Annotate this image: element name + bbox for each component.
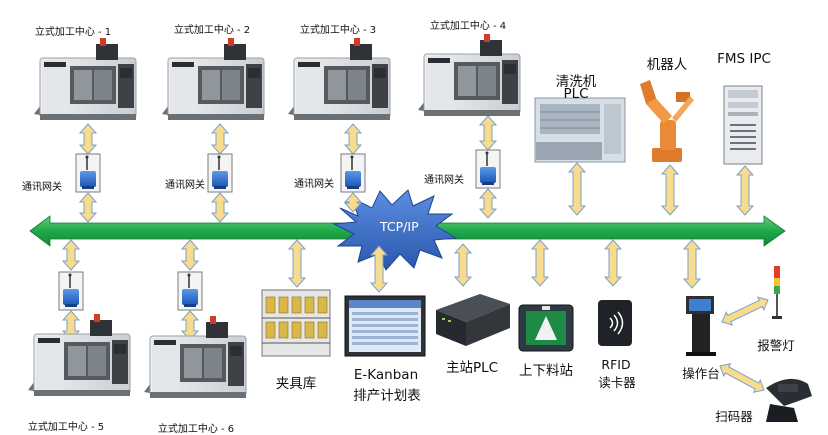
arrow-bus-gateway-5 — [61, 239, 81, 271]
schedule-label: 排产计划表 — [353, 388, 421, 404]
arrow-gateway-4-bus — [478, 188, 498, 219]
connection-arrows — [61, 115, 769, 394]
machine-1-label: 立式加工中心 - 1 — [34, 27, 112, 38]
gateway-4-icon — [475, 149, 501, 189]
washer-label: 清洗机 — [555, 74, 597, 90]
machine-5-icon — [27, 313, 131, 397]
gateway-6-icon — [177, 271, 203, 311]
fixture-library-label: 夹具库 — [275, 376, 317, 392]
arrow-machine-4-gateway — [478, 115, 498, 151]
machine-2-label: 立式加工中心 - 2 — [173, 25, 251, 36]
operator-console-label: 操作台 — [682, 366, 720, 381]
machine-3-label: 立式加工中心 - 3 — [299, 25, 377, 36]
gateway-4-label: 通讯网关 — [424, 175, 464, 186]
machine-3-icon — [287, 37, 391, 121]
master-plc-icon — [436, 294, 510, 346]
machine-1-icon — [33, 37, 137, 121]
robot-label: 机器人 — [646, 57, 688, 73]
machine-6-icon — [143, 315, 247, 399]
arrow-machine-3-gateway — [343, 123, 363, 155]
gateway-1-label: 通讯网关 — [22, 182, 62, 193]
alarm-light-label: 报警灯 — [757, 338, 795, 353]
barcode-scanner-icon — [766, 378, 812, 422]
arrow-bus-kanban — [369, 245, 389, 293]
arrow-robot-bus — [660, 164, 680, 216]
gateway-3-label: 通讯网关 — [294, 179, 334, 190]
e-kanban-icon — [344, 295, 426, 357]
arrow-bus-loading — [530, 239, 550, 287]
gateway-3-icon — [340, 153, 366, 193]
washer-plc-icon — [534, 97, 626, 163]
machine-2-icon — [161, 37, 265, 121]
arrow-bus-fixture — [287, 239, 307, 288]
fms-ipc-label: FMS IPC — [717, 51, 771, 67]
arrow-gateway-3-bus — [343, 192, 363, 213]
alarm-light-icon — [772, 266, 782, 319]
arrow-bus-rfid — [603, 239, 623, 287]
rfid-label: RFID — [601, 357, 631, 372]
machine-6-label: 立式加工中心 - 6 — [157, 424, 235, 435]
arrow-console-alarm — [721, 296, 769, 326]
arrow-gateway-2-bus — [210, 192, 230, 223]
barcode-scanner-label: 扫码器 — [715, 409, 753, 424]
arrow-machine-2-gateway — [210, 123, 230, 155]
fixture-library-icon — [261, 289, 331, 357]
loading-station-label: 上下料站 — [519, 363, 573, 379]
tcp-ip-cloud — [332, 189, 458, 271]
arrow-bus-console — [682, 239, 702, 289]
arrow-bus-gateway-6 — [180, 239, 200, 271]
tcp-ip-label: TCP/IP — [380, 219, 419, 234]
gateway-2-label: 通讯网关 — [165, 180, 205, 191]
rfid-reader-label: 读卡器 — [598, 375, 636, 390]
machine-5-label: 立式加工中心 - 5 — [27, 422, 105, 433]
fms-ipc-icon — [723, 85, 763, 165]
machine-4-icon — [417, 33, 521, 117]
arrow-machine-1-gateway — [78, 123, 98, 155]
arrow-bus-plc — [453, 243, 473, 287]
machine-4-label: 立式加工中心 - 4 — [429, 21, 507, 32]
loading-station-icon — [518, 304, 574, 352]
operator-console-icon — [686, 296, 716, 356]
rfid-reader-icon — [598, 300, 632, 346]
gateway-5-icon — [58, 271, 84, 311]
gateway-1-icon — [75, 153, 101, 193]
gateway-2-icon — [207, 153, 233, 193]
e-kanban-label: E-Kanban — [353, 367, 419, 383]
washer-plc-label: PLC — [563, 86, 589, 102]
master-plc-label: 主站PLC — [445, 360, 499, 376]
arrow-fms-bus — [735, 165, 755, 216]
arrow-gateway-1-bus — [78, 192, 98, 223]
robot-icon — [640, 80, 694, 162]
arrow-washer-bus — [567, 162, 587, 216]
arrow-console-scanner — [719, 362, 765, 394]
